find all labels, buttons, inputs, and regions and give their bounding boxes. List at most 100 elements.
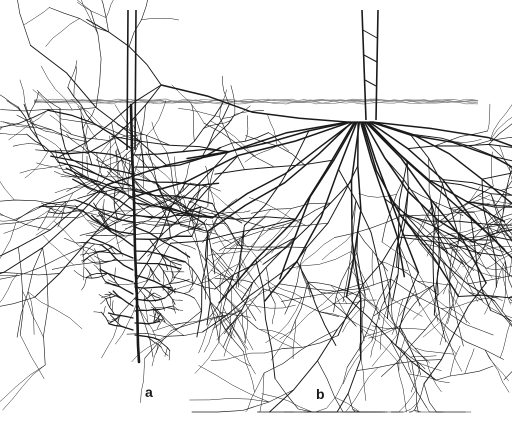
root-strand: [455, 268, 469, 305]
root-strand: [372, 122, 512, 183]
root-strand: [24, 8, 49, 25]
root-strand: [135, 298, 165, 301]
root-strand: [212, 122, 353, 218]
root-strand: [399, 291, 415, 316]
root-strand: [94, 312, 102, 313]
root-strand: [399, 339, 405, 371]
root-strand: [465, 349, 474, 374]
root-strand: [436, 366, 493, 380]
root-strand: [0, 127, 2, 157]
root-strand: [210, 302, 245, 348]
root-strand: [491, 310, 512, 339]
root-strand: [173, 300, 183, 301]
root-strand: [46, 18, 80, 46]
soil-surface-line: [34, 99, 478, 104]
root-strand: [245, 348, 256, 374]
root-strand: [249, 198, 305, 226]
root-strand: [0, 185, 107, 263]
root-strand: [199, 318, 213, 353]
root-strand: [28, 292, 82, 329]
root-strand: [142, 18, 179, 20]
root-strand: [488, 224, 512, 299]
root-strand: [346, 367, 378, 411]
root-strand: [20, 80, 34, 124]
root-strand: [170, 271, 173, 283]
root-strand: [27, 134, 59, 162]
root-strand: [81, 108, 86, 149]
root-strand: [159, 340, 169, 351]
root-strand: [396, 273, 419, 346]
root-strand: [192, 104, 195, 141]
root-strand: [77, 2, 106, 17]
root-strand: [192, 390, 294, 412]
root-strand: [213, 241, 242, 262]
root-strand: [135, 287, 170, 288]
root-strand: [260, 373, 264, 412]
root-strand: [74, 270, 86, 277]
root-strand: [0, 365, 45, 411]
root-strand: [450, 346, 460, 376]
root-strand: [84, 267, 91, 274]
root-strand: [280, 279, 391, 291]
root-strand: [487, 266, 512, 269]
root-strand: [194, 298, 201, 310]
root-strand: [158, 264, 175, 293]
root-strand: [269, 286, 286, 307]
root-strand: [98, 209, 207, 232]
root-strand: [102, 314, 121, 358]
root-strand: [242, 310, 246, 343]
root-strand: [245, 116, 248, 142]
root-strand: [0, 248, 82, 280]
root-strand: [284, 251, 352, 270]
root-strand: [178, 108, 219, 117]
root-strand: [135, 148, 221, 168]
root-strand: [146, 101, 166, 136]
root-strand: [97, 152, 103, 177]
root-strand: [258, 329, 293, 348]
root-strand: [364, 327, 399, 337]
root-strand: [251, 203, 330, 213]
root-strand: [163, 271, 184, 272]
root-strand: [0, 133, 27, 135]
root-strand: [172, 85, 204, 123]
root-strand: [0, 0, 31, 45]
panel-label-b: b: [316, 386, 325, 402]
root-strand: [199, 366, 269, 403]
root-strand: [291, 282, 308, 333]
root-strand: [87, 19, 161, 85]
root-strand: [488, 104, 490, 131]
root-strand: [243, 352, 254, 392]
root-strand: [0, 297, 35, 311]
root-strand: [408, 188, 463, 215]
root-strand: [113, 291, 133, 306]
root-strand: [104, 306, 106, 315]
root-strand: [210, 275, 234, 317]
root-strand: [415, 296, 457, 355]
root-strand: [264, 329, 338, 373]
root-strand: [17, 115, 87, 142]
root-strand: [0, 191, 3, 215]
root-strand: [220, 273, 222, 316]
root-strand: [83, 247, 113, 262]
root-strand: [3, 365, 46, 410]
root-strand: [447, 254, 463, 279]
root-strand: [101, 299, 106, 304]
root-strand: [424, 283, 486, 384]
root-strand: [263, 181, 352, 264]
root-strand: [372, 335, 397, 367]
root-strand: [82, 277, 87, 290]
root-strand: [64, 238, 76, 243]
root-strand: [114, 268, 115, 280]
root-strand: [0, 200, 78, 207]
root-strand: [265, 122, 357, 301]
root-strand: [501, 173, 512, 190]
panel-label-a: a: [145, 384, 153, 400]
root-strand: [353, 409, 375, 412]
root-strand: [52, 260, 139, 269]
root-strand: [348, 393, 367, 412]
root-strand: [0, 90, 18, 107]
root-strand: [0, 190, 50, 230]
root-strand: [201, 207, 242, 223]
root-strand: [109, 324, 133, 330]
